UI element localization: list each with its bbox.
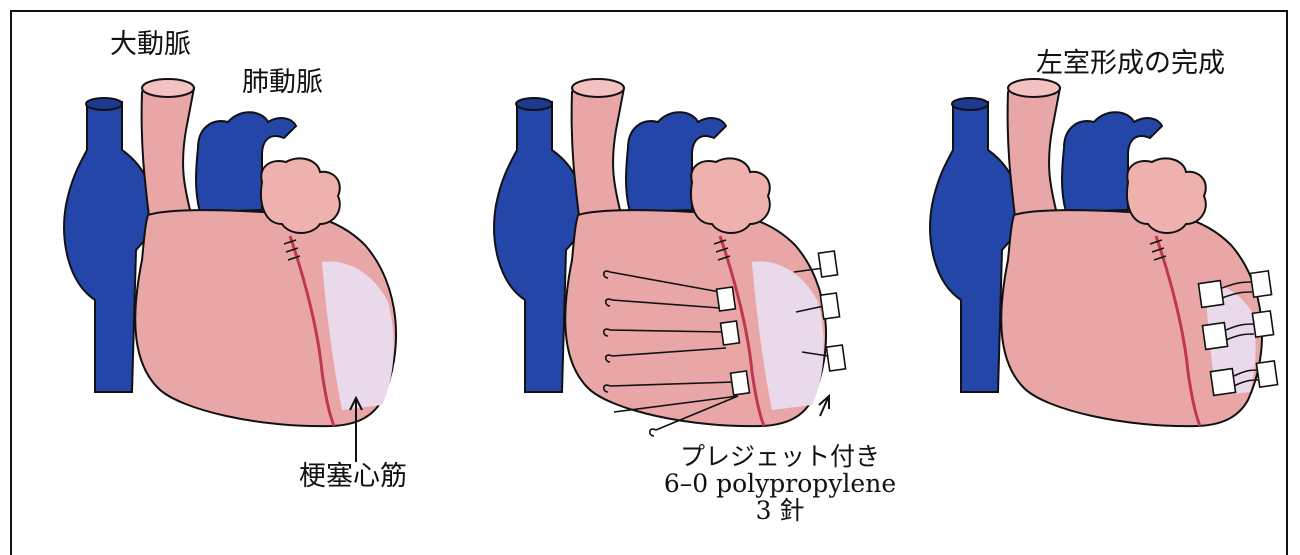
label-pulmonary-artery: 肺動脈 <box>242 68 323 98</box>
caption-pledget: プレジェット付き 6–0 polypropylene 3 針 <box>640 443 920 524</box>
label-completion: 左室形成の完成 <box>1036 49 1225 79</box>
label-aorta: 大動脈 <box>110 30 191 60</box>
caption-line3: 3 針 <box>640 497 920 524</box>
caption-line2: 6–0 polypropylene <box>640 470 920 497</box>
panel1-heart <box>64 79 396 462</box>
label-infarct: 梗塞心筋 <box>299 462 407 492</box>
panel2-heart <box>494 79 845 436</box>
caption-line1: プレジェット付き <box>640 443 920 470</box>
panel3-heart <box>930 79 1277 426</box>
